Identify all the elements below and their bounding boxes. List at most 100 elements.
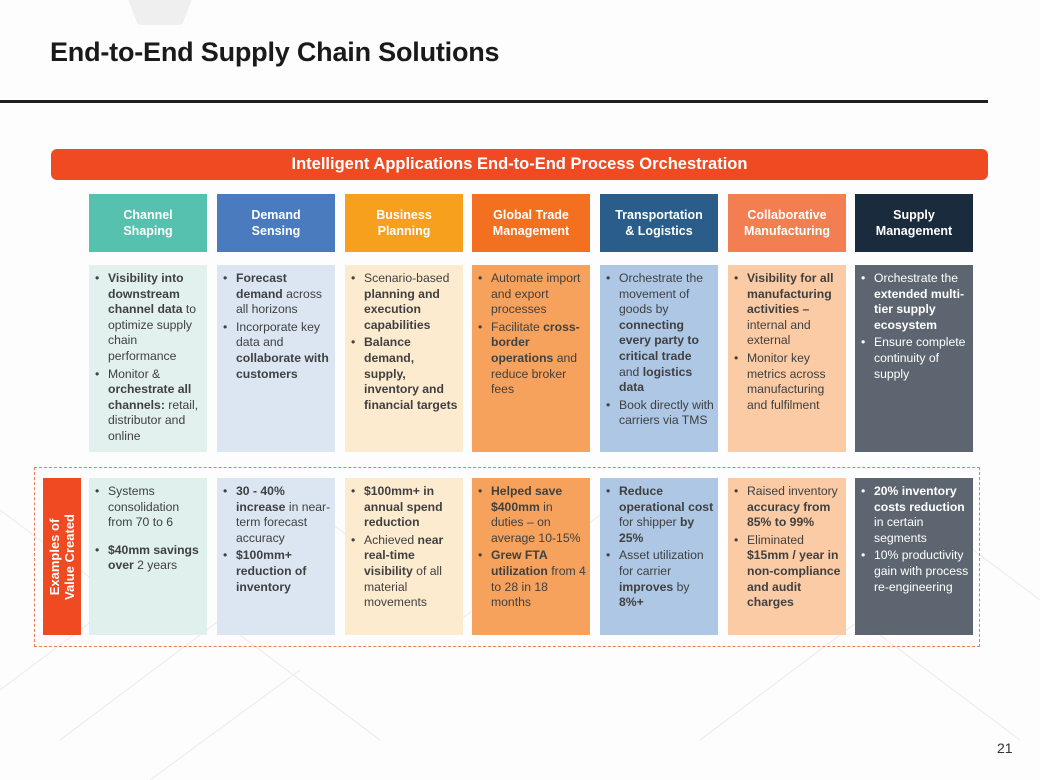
bullet-text: 2 years: [133, 558, 178, 573]
banner-text: Intelligent Applications End-to-End Proc…: [291, 155, 748, 173]
bullet-list: 20% inventory costs reduction in certain…: [859, 484, 969, 595]
bullet-text: and: [619, 364, 643, 379]
column-header-line: Global Trade: [493, 208, 569, 222]
bullet-list: Visibility for all manufacturing activit…: [732, 271, 842, 413]
bullet-item: Reduce operational cost for shipper by 2…: [604, 484, 714, 546]
bullet-list: Helped save $400mm in duties – on averag…: [476, 484, 586, 611]
bullet-text: Orchestrate the: [874, 271, 958, 285]
bullet-text-bold: extended multi-tier supply ecosystem: [874, 286, 965, 332]
bullet-item: Raised inventory accuracy from 85% to 99…: [732, 484, 842, 531]
bullet-text: Asset utilization for carrier: [619, 548, 704, 578]
bullet-text-bold: cross-border operations: [491, 319, 580, 365]
bullet-text-bold: $100mm+ reduction of inventory: [236, 548, 307, 594]
bullet-text-bold: 8%+: [619, 595, 644, 610]
bullet-text-bold: Visibility into downstream channel data: [108, 271, 184, 317]
bullet-text: and reduce broker fees: [491, 350, 578, 397]
bullet-text: by: [673, 579, 690, 594]
bullet-list: Visibility into downstream channel data …: [93, 271, 203, 445]
bullet-text: Eliminated: [747, 532, 804, 547]
bullet-list: $100mm+ in annual spend reductionAchieve…: [349, 484, 459, 611]
column-header-line: Shaping: [123, 224, 173, 238]
column-header-line: Business: [376, 208, 432, 222]
bullet-item: Grew FTA utilization from 4 to 28 in 18 …: [476, 548, 586, 610]
bullet-item: 10% productivity gain with process re-en…: [859, 548, 969, 595]
bullet-item: Helped save $400mm in duties – on averag…: [476, 484, 586, 546]
bullet-text-bold: connecting every party to critical trade: [619, 317, 699, 363]
capability-box: Orchestrate the movement of goods by con…: [600, 265, 718, 452]
bullet-text: Ensure complete continuity of supply: [874, 335, 966, 381]
capability-box: Automate import and export processesFaci…: [472, 265, 590, 452]
bullet-list: Systems consolidation from 70 to 6 $40mm …: [93, 484, 203, 574]
bullet-text-bold: improves: [619, 579, 674, 594]
bullet-item: Balance demand, supply, inventory and fi…: [349, 335, 459, 413]
column-header-line: Manufacturing: [743, 224, 831, 238]
bullet-text: Automate import and export processes: [491, 271, 581, 317]
column-header-line: Demand: [251, 208, 301, 222]
bullet-text-bold: Grew FTA utilization: [491, 548, 548, 578]
column-header-line: Planning: [377, 224, 431, 238]
column-header: Transportation & Logistics: [600, 194, 718, 252]
value-label-line: Examples of: [47, 518, 62, 595]
bullet-text-bold: planning and execution capabilities: [364, 286, 440, 332]
column-header-line: Collaborative: [747, 208, 827, 222]
bullet-text: in near-term forecast accuracy: [236, 499, 331, 545]
bullet-text: Book directly with carriers via TMS: [619, 397, 714, 428]
column-header-line: Management: [492, 224, 570, 238]
bullet-text-bold: Helped save $400mm: [491, 484, 563, 514]
bullet-item: Visibility into downstream channel data …: [93, 271, 203, 365]
bullet-item: $100mm+ in annual spend reduction: [349, 484, 459, 531]
bullet-list: 30 - 40% increase in near-term forecast …: [221, 484, 331, 595]
bullet-item: $100mm+ reduction of inventory: [221, 548, 331, 595]
value-created-label: Examples of Value Created: [43, 478, 81, 635]
value-box: 20% inventory costs reduction in certain…: [855, 478, 973, 635]
column-header-text: Transportation & Logistics: [615, 207, 703, 239]
bullet-item: Forecast demand across all horizons: [221, 271, 331, 318]
bullet-text: Monitor key metrics across manufacturing…: [747, 350, 826, 412]
bullet-text-bold: Balance demand, supply, inventory and fi…: [364, 335, 458, 412]
bullet-text-bold: near real-time visibility: [364, 532, 444, 578]
value-box: Raised inventory accuracy from 85% to 99…: [728, 478, 846, 635]
bullet-text: Scenario-based: [364, 271, 450, 285]
bullet-item: Systems consolidation from 70 to 6: [93, 484, 203, 531]
bullet-item: Scenario-based planning and execution ca…: [349, 271, 459, 333]
capability-box: Forecast demand across all horizonsIncor…: [217, 265, 335, 452]
bullet-list: Orchestrate the movement of goods by con…: [604, 271, 714, 429]
bullet-list: Orchestrate the extended multi-tier supp…: [859, 271, 969, 382]
bullet-text: Incorporate key data and: [236, 319, 321, 350]
bullet-text: Raised inventory: [747, 484, 838, 498]
bullet-item: Asset utilization for carrier improves b…: [604, 548, 714, 610]
bullet-list: Reduce operational cost for shipper by 2…: [604, 484, 714, 611]
capability-box: Scenario-based planning and execution ca…: [345, 265, 463, 452]
bullet-list: Forecast demand across all horizonsIncor…: [221, 271, 331, 382]
column-header-line: Supply: [893, 208, 935, 222]
value-box: 30 - 40% increase in near-term forecast …: [217, 478, 335, 635]
bullet-text-bold: 20% inventory costs reduction: [874, 484, 965, 514]
bullet-item: 20% inventory costs reduction in certain…: [859, 484, 969, 546]
bullet-text: for shipper: [619, 515, 680, 530]
bullet-item: Book directly with carriers via TMS: [604, 398, 714, 429]
bullet-item: Automate import and export processes: [476, 271, 586, 318]
bullet-text: across all horizons: [236, 286, 323, 317]
bullet-list: Scenario-based planning and execution ca…: [349, 271, 459, 413]
value-box: Reduce operational cost for shipper by 2…: [600, 478, 718, 635]
background-decoration: [105, 0, 215, 25]
page-title: End-to-End Supply Chain Solutions: [50, 37, 500, 67]
bullet-text-bold: $15mm / year in non-compliance and audit…: [747, 548, 841, 610]
column-header-line: Transportation: [615, 208, 703, 222]
column-header-line: & Logistics: [625, 224, 693, 238]
value-box: Systems consolidation from 70 to 6 $40mm …: [89, 478, 207, 635]
capability-box: Orchestrate the extended multi-tier supp…: [855, 265, 973, 452]
bullet-item: $40mm savings over 2 years: [93, 543, 203, 574]
bullet-text-bold: Forecast demand: [236, 271, 287, 301]
bullet-text: 10% productivity gain with process re-en…: [874, 548, 969, 594]
